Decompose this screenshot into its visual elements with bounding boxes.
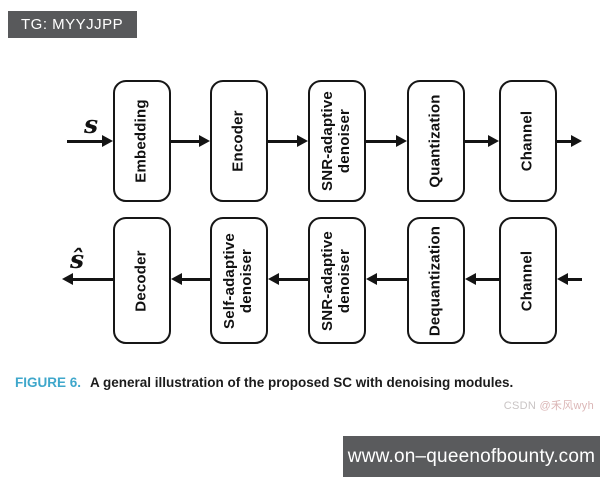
- block-self-adaptive-denoiser: Self-adaptive denoiser: [210, 217, 268, 344]
- figure-caption-number: FIGURE 6.: [15, 375, 82, 390]
- block-snr-adaptive-denoiser-top: SNR-adaptive denoiser: [308, 80, 366, 202]
- block-dequantization-label: Dequantization: [426, 225, 444, 336]
- arrow-decoder-to-output: [62, 273, 113, 285]
- arrow-quantization-to-channel: [465, 135, 499, 147]
- output-signal-label: ŝ: [70, 245, 85, 274]
- block-channel-bottom: Channel: [499, 217, 557, 344]
- block-dequantization: Dequantization: [407, 217, 465, 344]
- arrow-in-to-channel: [557, 273, 582, 285]
- figure-caption-text: A general illustration of the proposed S…: [90, 375, 514, 390]
- arrow-channel-out: [557, 135, 582, 147]
- telegram-watermark-badge: TG: MYYJJPP: [8, 11, 137, 38]
- csdn-watermark-handle: @禾风wyh: [539, 400, 594, 412]
- block-channel-bottom-label: Channel: [518, 250, 536, 311]
- csdn-watermark-prefix: CSDN: [503, 400, 540, 412]
- block-embedding-label: Embedding: [132, 99, 150, 183]
- arrow-embedding-to-encoder: [171, 135, 210, 147]
- block-self-adaptive-denoiser-label: Self-adaptive denoiser: [221, 232, 255, 329]
- arrow-snr-denoiser-to-self-denoiser: [268, 273, 308, 285]
- block-channel-top-label: Channel: [518, 110, 536, 172]
- arrow-dequantization-to-snr-denoiser: [366, 273, 407, 285]
- arrow-snr-denoiser-to-quantization: [366, 135, 407, 147]
- csdn-watermark: CSDN @禾风wyh: [504, 397, 594, 413]
- figure-caption: FIGURE 6. A general illustration of the p…: [15, 375, 595, 390]
- url-watermark-bar: www.on–queenofbounty.com: [343, 436, 600, 477]
- block-channel-top: Channel: [499, 80, 557, 202]
- block-snr-adaptive-denoiser-top-label: SNR-adaptive denoiser: [319, 91, 353, 191]
- block-embedding: Embedding: [113, 80, 171, 202]
- arrow-self-denoiser-to-decoder: [171, 273, 210, 285]
- block-snr-adaptive-denoiser-bottom: SNR-adaptive denoiser: [308, 217, 366, 344]
- block-quantization-label: Quantization: [426, 94, 444, 188]
- block-decoder-label: Decoder: [132, 249, 150, 312]
- block-encoder: Encoder: [210, 80, 268, 202]
- block-decoder: Decoder: [113, 217, 171, 344]
- input-signal-label: s: [84, 110, 99, 139]
- block-snr-adaptive-denoiser-bottom-label: SNR-adaptive denoiser: [319, 230, 353, 331]
- telegram-watermark-label: TG: MYYJJPP: [21, 16, 124, 33]
- arrow-input-to-embedding: [67, 135, 113, 147]
- arrow-channel-to-dequantization: [465, 273, 499, 285]
- block-quantization: Quantization: [407, 80, 465, 202]
- block-encoder-label: Encoder: [229, 110, 247, 172]
- arrow-encoder-to-snr-denoiser: [268, 135, 308, 147]
- url-watermark-text: www.on–queenofbounty.com: [347, 445, 596, 467]
